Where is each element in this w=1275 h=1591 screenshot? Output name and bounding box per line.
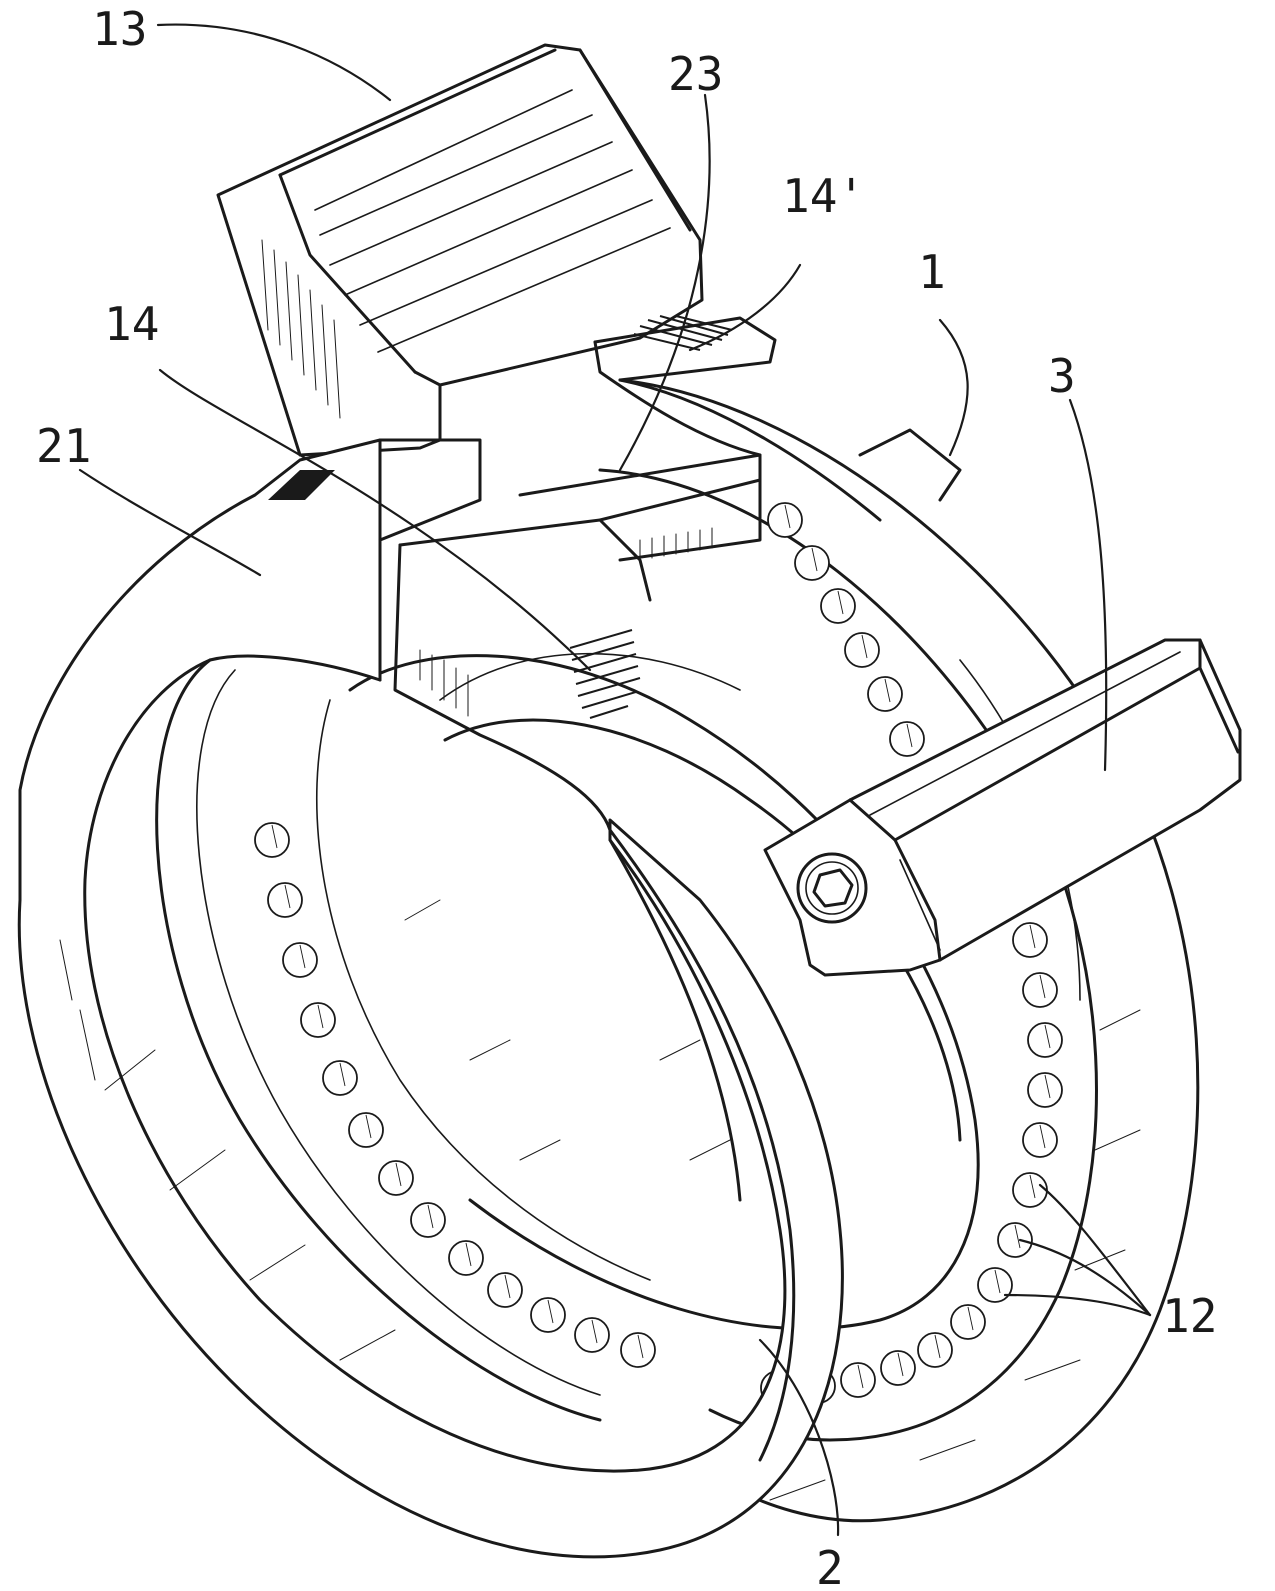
label-12: 12 (1162, 1289, 1217, 1343)
label-21: 21 (36, 419, 91, 473)
label-13: 13 (92, 2, 147, 56)
label-1: 1 (918, 245, 946, 299)
handle (765, 640, 1240, 975)
bolt-14 (570, 630, 640, 718)
label-14-prime: 14' (782, 169, 865, 223)
label-14: 14 (104, 297, 159, 351)
label-23: 23 (668, 47, 723, 101)
label-3: 3 (1048, 349, 1076, 403)
front-ring-hatch (60, 900, 1140, 1500)
clamp-shading (420, 528, 712, 716)
front-ring (19, 440, 1140, 1557)
rear-ring-lug (595, 318, 960, 520)
label-2: 2 (816, 1541, 844, 1591)
rolling-elements-left (255, 823, 655, 1367)
